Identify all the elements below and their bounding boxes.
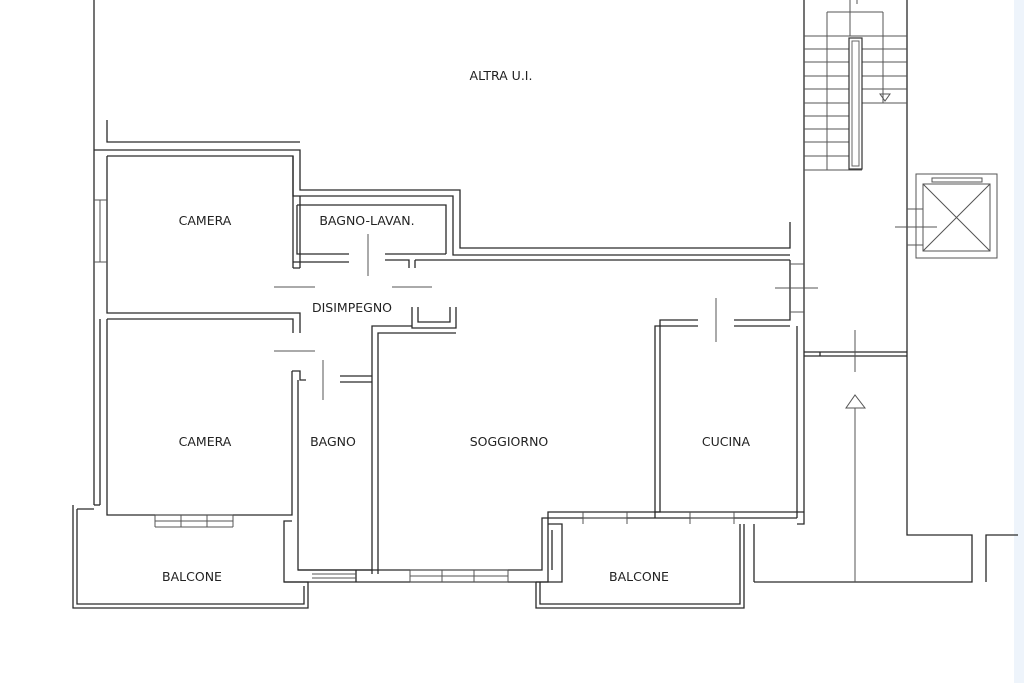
room-label-camera-bottom: CAMERA (179, 434, 232, 449)
entrance-arrow (845, 330, 867, 582)
room-label-altra-ui: ALTRA U.I. (470, 68, 533, 83)
room-label-soggiorno: SOGGIORNO (470, 434, 549, 449)
elevator (895, 173, 998, 259)
room-label-disimpegno: DISIMPEGNO (312, 300, 392, 315)
room-label-cucina: CUCINA (702, 434, 751, 449)
room-label-balcone-right: BALCONE (609, 569, 669, 584)
stair-arrow-icon (879, 93, 891, 102)
scrollbar-strip[interactable] (1014, 0, 1024, 683)
room-label-bagno-lavan: BAGNO-LAVAN. (319, 213, 414, 228)
walls (72, 0, 1018, 609)
arrow-up-icon (845, 394, 867, 409)
room-label-balcone-left: BALCONE (162, 569, 222, 584)
staircase (804, 0, 907, 171)
room-label-camera-top: CAMERA (179, 213, 232, 228)
room-label-bagno: BAGNO (310, 434, 356, 449)
